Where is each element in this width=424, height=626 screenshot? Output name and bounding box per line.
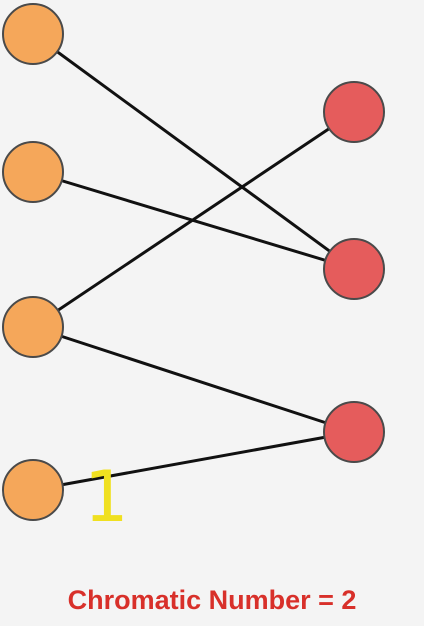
node-l3 bbox=[2, 296, 64, 358]
edge-l3-r3 bbox=[31, 325, 356, 434]
node-l2 bbox=[2, 141, 64, 203]
edge-l4-r3 bbox=[31, 430, 356, 492]
edge-l1-r2 bbox=[31, 32, 356, 271]
node-r1 bbox=[323, 81, 385, 143]
node-r2 bbox=[323, 238, 385, 300]
chromatic-number-caption: Chromatic Number = 2 bbox=[67, 585, 357, 615]
node-r3 bbox=[323, 401, 385, 463]
edges-layer bbox=[31, 32, 356, 492]
annotation-number: 1 bbox=[84, 456, 129, 538]
nodes-layer bbox=[2, 3, 385, 521]
edge-l3-r1 bbox=[31, 110, 356, 329]
node-l1 bbox=[2, 3, 64, 65]
node-l4 bbox=[2, 459, 64, 521]
